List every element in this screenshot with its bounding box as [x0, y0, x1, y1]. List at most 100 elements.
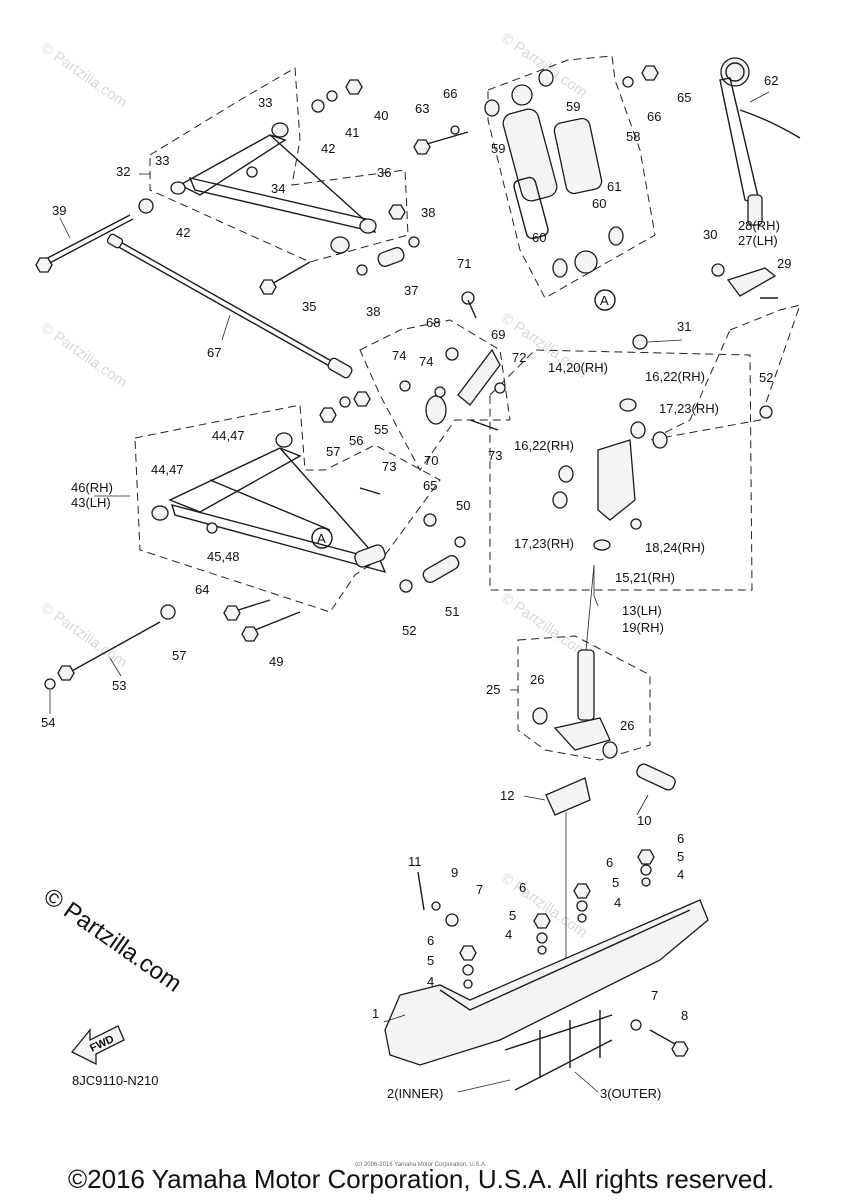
part-label: 6: [606, 855, 613, 870]
part-label: 4: [505, 927, 512, 942]
part-label: 3(OUTER): [600, 1086, 661, 1101]
part-label: 57: [172, 648, 186, 663]
bracket-group: [359, 319, 511, 471]
part-label: 43(LH): [71, 495, 111, 510]
part-label: 30: [703, 227, 717, 242]
part-labels: 1 2(INNER) 3(OUTER) 4 4 4 4 5 5 5 5 6 6 …: [41, 73, 791, 1101]
part-label: 25: [486, 682, 500, 697]
part-label: 53: [112, 678, 126, 693]
part-label: 16,22(RH): [514, 438, 574, 453]
part-label: 17,23(RH): [514, 536, 574, 551]
part-label: 2(INNER): [387, 1086, 443, 1101]
part-label: 74: [392, 348, 406, 363]
part-label: 5: [677, 849, 684, 864]
part-label: 59: [491, 141, 505, 156]
callout-a-label: A: [600, 293, 609, 308]
part-label: 52: [759, 370, 773, 385]
part-label: 65: [677, 90, 691, 105]
part-label: 5: [509, 908, 516, 923]
part-label: 52: [402, 623, 416, 638]
part-label: 27(LH): [738, 233, 778, 248]
part-label: 73: [488, 448, 502, 463]
ski: [384, 849, 709, 1091]
spindle-kit: [552, 398, 773, 551]
spindle-kit-group: [489, 349, 753, 591]
part-label: 10: [637, 813, 651, 828]
part-label: 42: [176, 225, 190, 240]
lower-arm-group: [134, 404, 441, 613]
diagram-code: 8JC9110-N210: [72, 1073, 158, 1088]
part-label: 7: [651, 988, 658, 1003]
part-label: 14,20(RH): [548, 360, 608, 375]
part-label: 35: [302, 299, 316, 314]
part-label: 37: [404, 283, 418, 298]
part-label: 73: [382, 459, 396, 474]
upper-arm-group: [149, 67, 409, 263]
part-label: 68: [426, 315, 440, 330]
arm-lock: [632, 263, 778, 350]
part-label: 28(RH): [738, 218, 780, 233]
part-label: 59: [566, 99, 580, 114]
part-label: 41: [345, 125, 359, 140]
part-label: 57: [326, 444, 340, 459]
shock-absorber: [413, 65, 659, 278]
part-label: 60: [532, 230, 546, 245]
pressure-gauge: [719, 57, 801, 226]
part-label: 9: [451, 865, 458, 880]
part-label: 69: [491, 327, 505, 342]
part-label: 32: [116, 164, 130, 179]
part-label: 4: [677, 867, 684, 882]
partzilla-brand: © Partzilla.com: [39, 883, 187, 998]
part-label: 26: [620, 718, 634, 733]
shock-group: [487, 55, 656, 299]
part-label: 63: [415, 101, 429, 116]
part-label: 6: [677, 831, 684, 846]
part-label: 7: [476, 882, 483, 897]
lower-a-arm: [44, 432, 466, 690]
part-label: 60: [592, 196, 606, 211]
part-label: 66: [443, 86, 457, 101]
part-label: 33: [258, 95, 272, 110]
part-label: 64: [195, 582, 209, 597]
part-label: 38: [366, 304, 380, 319]
part-label: 61: [607, 179, 621, 194]
sub-copyright: (c) 2006-2016 Yamaha Motor Corporation, …: [355, 1162, 487, 1168]
tie-rod: [106, 233, 353, 379]
watermark: © Partzilla.com: [498, 589, 591, 661]
upper-a-arm: [35, 79, 420, 295]
part-label: 16,22(RH): [645, 369, 705, 384]
part-label: 55: [374, 422, 388, 437]
part-label: 6: [519, 880, 526, 895]
part-label: 18,24(RH): [645, 540, 705, 555]
part-label: 17,23(RH): [659, 401, 719, 416]
part-label: 8: [681, 1008, 688, 1023]
part-label: 42: [321, 141, 335, 156]
callout-a-label: A: [317, 531, 326, 546]
part-label: 26: [530, 672, 544, 687]
part-label: 5: [427, 953, 434, 968]
part-label: 6: [427, 933, 434, 948]
copyright-notice: ©2016 Yamaha Motor Corporation, U.S.A. A…: [67, 1164, 775, 1194]
part-label: 56: [349, 433, 363, 448]
part-label: 46(RH): [71, 480, 113, 495]
part-label: 1: [372, 1006, 379, 1021]
spindle-subgroup: [517, 635, 651, 761]
spindle: [532, 564, 676, 960]
part-label: 34: [271, 181, 285, 196]
part-label: 31: [677, 319, 691, 334]
part-label: 4: [427, 974, 434, 989]
watermark: © Partzilla.com: [38, 319, 131, 391]
part-label: 51: [445, 604, 459, 619]
part-label: 36: [377, 165, 391, 180]
mount-bracket: [319, 291, 506, 495]
part-label: 29: [777, 256, 791, 271]
part-label: 66: [647, 109, 661, 124]
part-label: 13(LH): [622, 603, 662, 618]
part-label: 65: [423, 478, 437, 493]
arm-lock-group: [649, 304, 801, 441]
group-outlines: [134, 55, 801, 761]
part-label: 72: [512, 350, 526, 365]
part-label: 39: [52, 203, 66, 218]
part-label: 40: [374, 108, 388, 123]
